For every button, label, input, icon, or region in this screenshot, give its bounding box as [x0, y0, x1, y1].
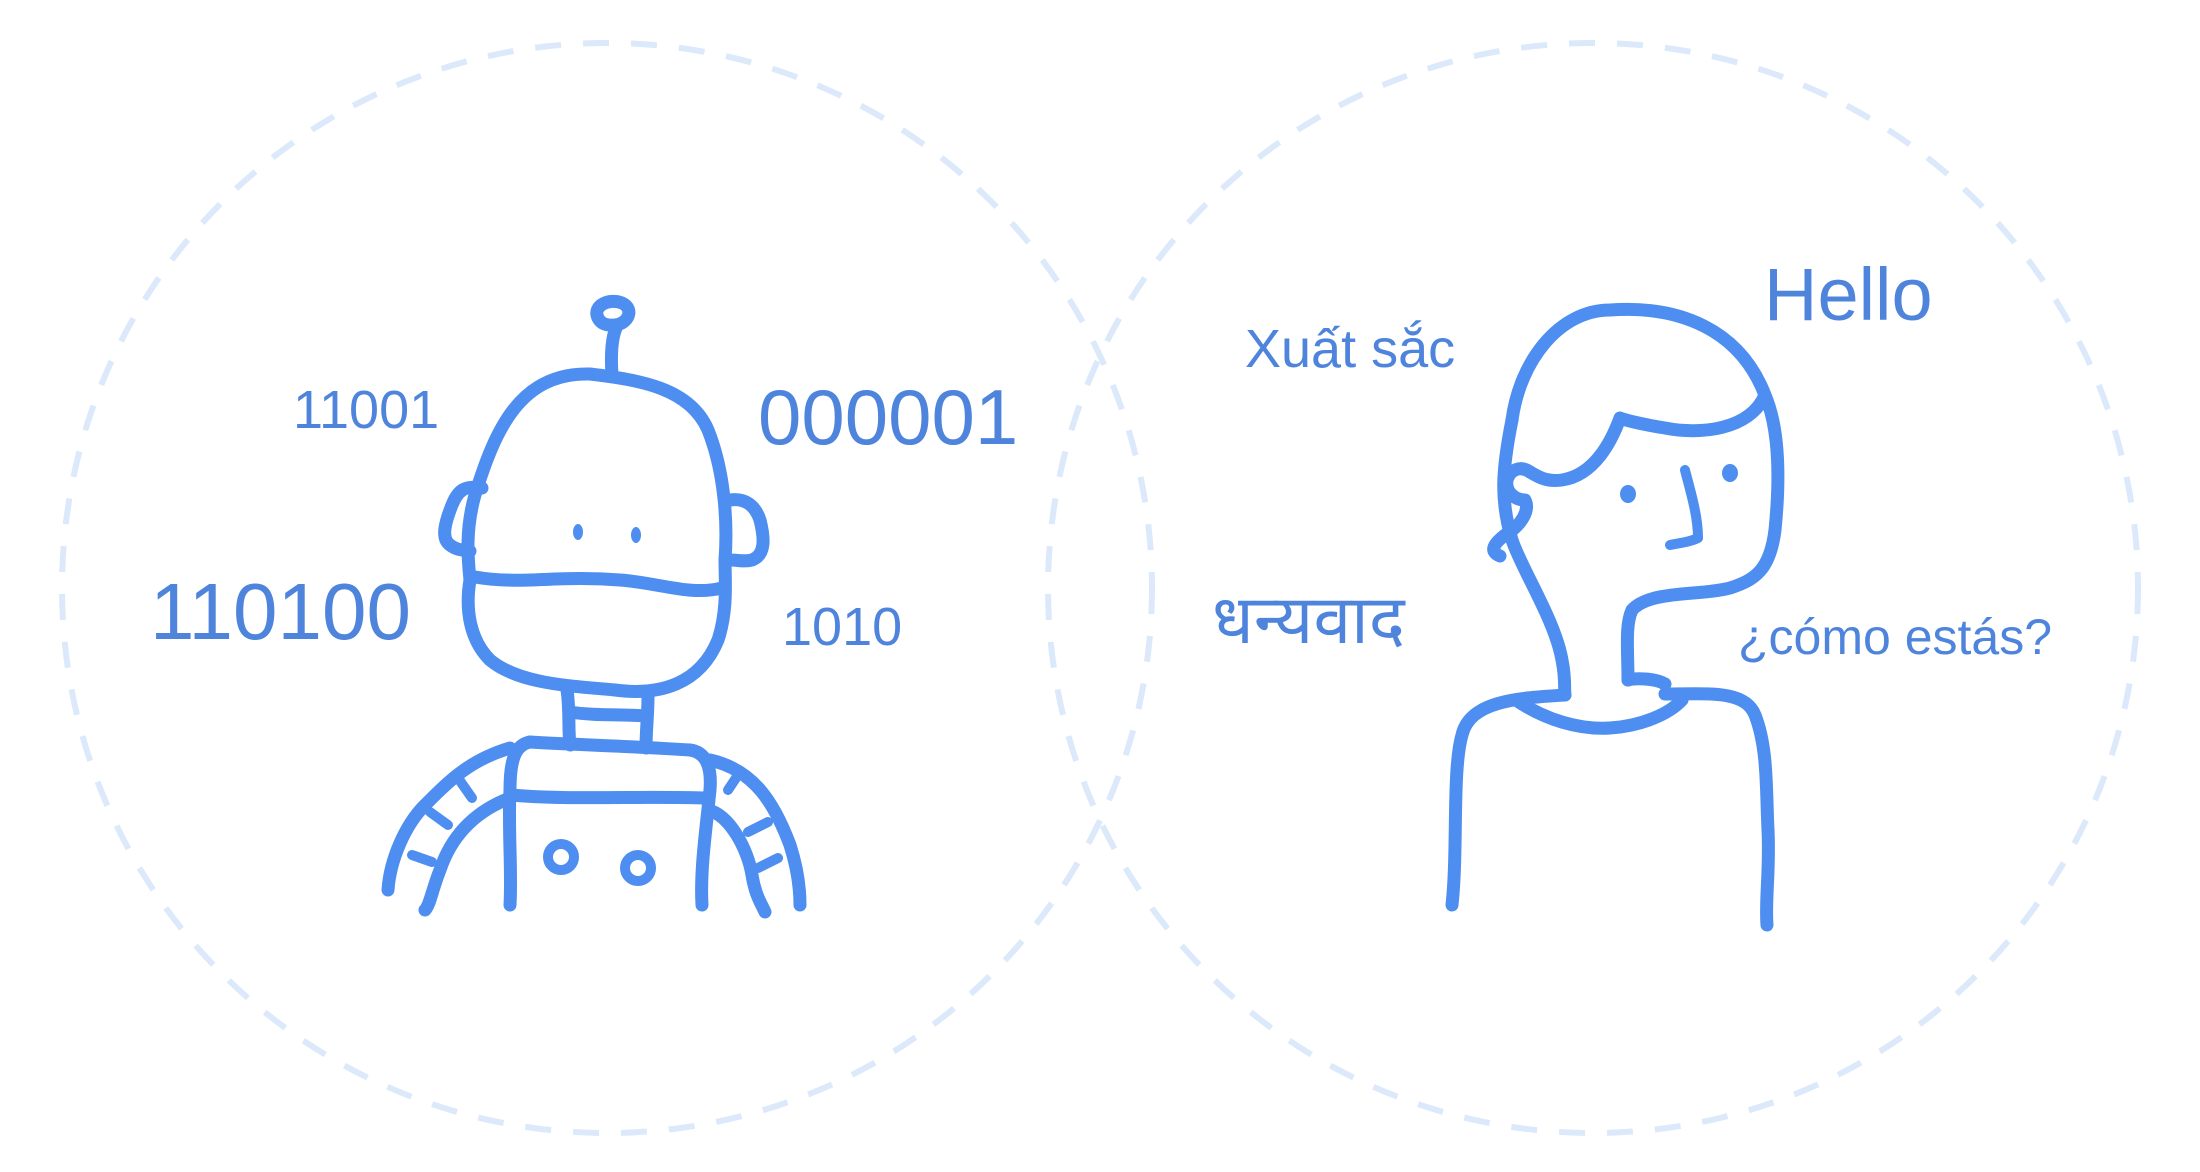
human-neck-right — [1621, 672, 1672, 691]
robot-torso — [523, 735, 717, 912]
human-nose — [1665, 465, 1703, 550]
robot-left-arm — [381, 741, 517, 897]
robot-binary-label: 11001 — [293, 380, 440, 440]
robot-right-eye — [631, 527, 641, 543]
robot-antenna-stem — [605, 321, 623, 382]
robot-left-arm-joint-1 — [453, 773, 477, 803]
robot-binary-label: 110100 — [150, 567, 412, 656]
robot-right-arm-joint-3 — [753, 853, 783, 873]
robot-neck-ring — [563, 705, 653, 723]
human-figure — [1445, 302, 1785, 932]
robot-right-arm-joint-2 — [743, 817, 773, 837]
robot-left-arm-inner — [418, 793, 512, 917]
human-hair-fringe — [1523, 388, 1772, 487]
robot-right-ear — [723, 493, 770, 568]
robot-torso-left — [502, 735, 537, 912]
human-left-eye — [1620, 485, 1636, 503]
robot-left-eye — [573, 524, 583, 540]
human-greeting-label: Xuất sắc — [1245, 319, 1456, 379]
robot-mouth — [468, 570, 729, 597]
robot-button-right — [620, 850, 656, 886]
robot-right-arm-inner — [701, 803, 772, 919]
robot-head — [461, 367, 733, 698]
robot-button-left — [543, 839, 579, 875]
human-shoulders — [1445, 688, 1572, 912]
robot-right-arm-joint-1 — [723, 767, 745, 795]
robot-circle — [59, 40, 1155, 1136]
human-collar — [1509, 693, 1689, 735]
human-shoulders-right — [1658, 687, 1775, 932]
human-greeting-label: धन्यवाद — [1212, 582, 1405, 658]
human-circle — [1045, 40, 2141, 1136]
robot-antenna-top — [590, 294, 636, 332]
robot-chest-line — [505, 788, 712, 805]
robot-left-arm-joint-2 — [425, 807, 453, 830]
robot-figure — [381, 294, 807, 919]
robot-left-arm-joint-3 — [407, 850, 437, 867]
robot-binary-label: 000001 — [758, 373, 1019, 461]
human-head — [1505, 302, 1785, 687]
robot-binary-label: 1010 — [782, 597, 903, 657]
human-greeting-label: ¿cómo estás? — [1738, 609, 2053, 665]
robot-left-ear — [438, 480, 489, 558]
human-right-eye — [1722, 464, 1738, 482]
human-neck-left — [1497, 413, 1572, 702]
human-ear — [1487, 462, 1537, 563]
human-greeting-label: Hello — [1764, 253, 1933, 336]
